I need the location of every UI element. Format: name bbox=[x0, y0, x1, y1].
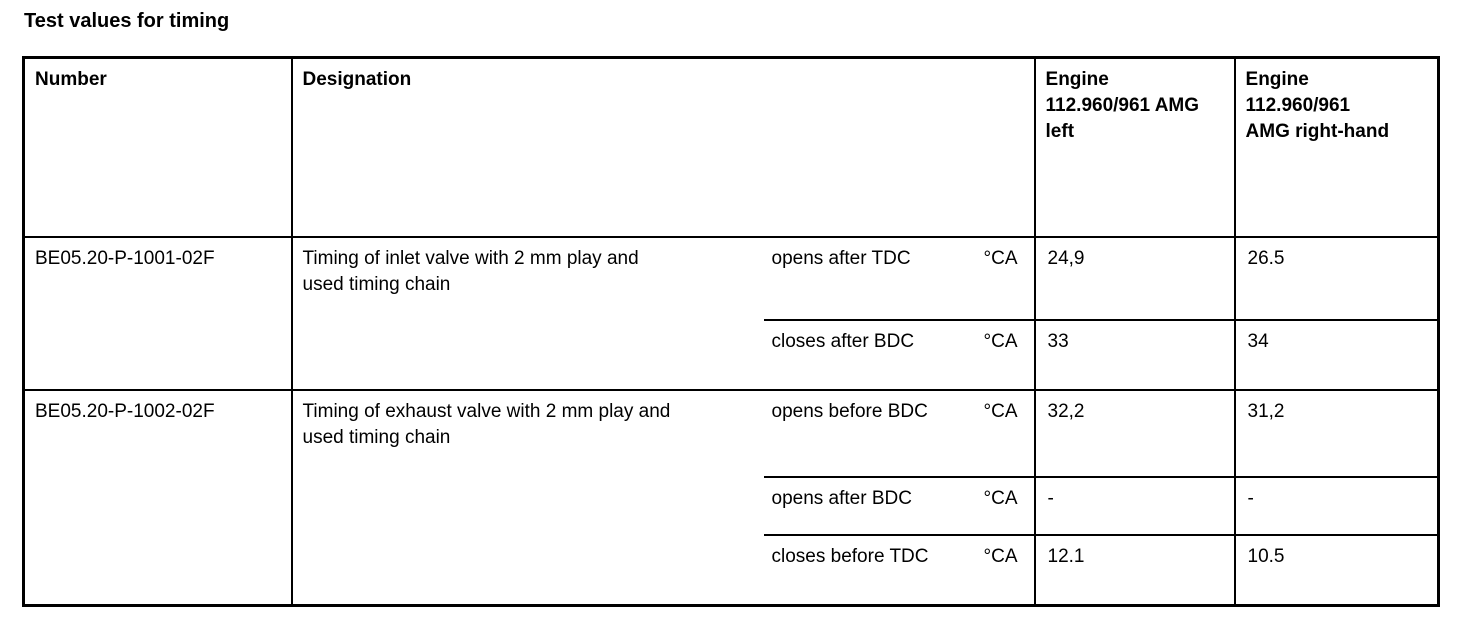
table-header-row: Number Designation Engine 112.960/961 AM… bbox=[22, 56, 1440, 238]
header-engine-left: Engine 112.960/961 AMG left bbox=[1033, 56, 1236, 238]
table-row: closes before TDC °CA 12.1 10.5 bbox=[24, 533, 1440, 607]
value-engine-right: - bbox=[1233, 475, 1440, 536]
value-engine-left: 32,2 bbox=[1033, 388, 1236, 478]
table-row: BE05.20-P-1002-02F Timing of exhaust val… bbox=[22, 388, 1440, 607]
unit-label: °CA bbox=[983, 330, 1018, 352]
table-row: BE05.20-P-1001-02F Timing of inlet valve… bbox=[22, 235, 1440, 391]
cell-designation: Timing of inlet valve with 2 mm play and… bbox=[290, 235, 764, 391]
document-page: Test values for timing Number Designatio… bbox=[22, 10, 1441, 607]
table-row: opens after BDC °CA - - bbox=[24, 475, 1440, 536]
condition-row: closes after BDC °CA bbox=[772, 329, 1018, 355]
cell-condition: closes after BDC °CA bbox=[763, 318, 1036, 391]
condition-row: opens after TDC °CA bbox=[772, 246, 1018, 272]
value-engine-left: - bbox=[1033, 475, 1236, 536]
cell-condition: opens after TDC °CA bbox=[763, 235, 1036, 321]
cell-designation: Timing of exhaust valve with 2 mm play a… bbox=[290, 388, 764, 607]
condition-row: opens before BDC °CA bbox=[772, 399, 1018, 425]
value-engine-right: 10.5 bbox=[1233, 533, 1440, 607]
value-engine-left: 24,9 bbox=[1033, 235, 1236, 321]
condition-label: opens before BDC bbox=[771, 400, 928, 422]
condition-label: opens after BDC bbox=[771, 487, 912, 509]
cell-condition: closes before TDC °CA bbox=[763, 533, 1036, 607]
header-designation: Designation bbox=[290, 56, 1036, 238]
cell-number: BE05.20-P-1002-02F bbox=[22, 388, 293, 607]
value-engine-right: 34 bbox=[1233, 318, 1440, 391]
value-engine-right: 31,2 bbox=[1233, 388, 1440, 478]
unit-label: °CA bbox=[983, 247, 1018, 269]
condition-row: closes before TDC °CA bbox=[772, 544, 1018, 570]
value-engine-right: 26.5 bbox=[1233, 235, 1440, 321]
condition-row: opens after BDC °CA bbox=[772, 486, 1018, 512]
timing-table: Number Designation Engine 112.960/961 AM… bbox=[22, 56, 1441, 607]
value-engine-left: 33 bbox=[1033, 318, 1236, 391]
unit-label: °CA bbox=[983, 487, 1018, 509]
condition-label: closes after BDC bbox=[771, 330, 915, 352]
unit-label: °CA bbox=[983, 400, 1018, 422]
header-engine-right: Engine 112.960/961 AMG right-hand bbox=[1233, 56, 1440, 238]
value-engine-left: 12.1 bbox=[1033, 533, 1236, 607]
cell-condition: opens after BDC °CA bbox=[763, 475, 1036, 536]
cell-number: BE05.20-P-1001-02F bbox=[22, 235, 293, 391]
condition-label: opens after TDC bbox=[771, 247, 911, 269]
page-title: Test values for timing bbox=[24, 10, 230, 32]
condition-label: closes before TDC bbox=[771, 545, 929, 567]
cell-condition: opens before BDC °CA bbox=[763, 388, 1036, 478]
unit-label: °CA bbox=[983, 545, 1018, 567]
header-number: Number bbox=[22, 56, 293, 238]
table-row: closes after BDC °CA 33 34 bbox=[24, 318, 1440, 391]
